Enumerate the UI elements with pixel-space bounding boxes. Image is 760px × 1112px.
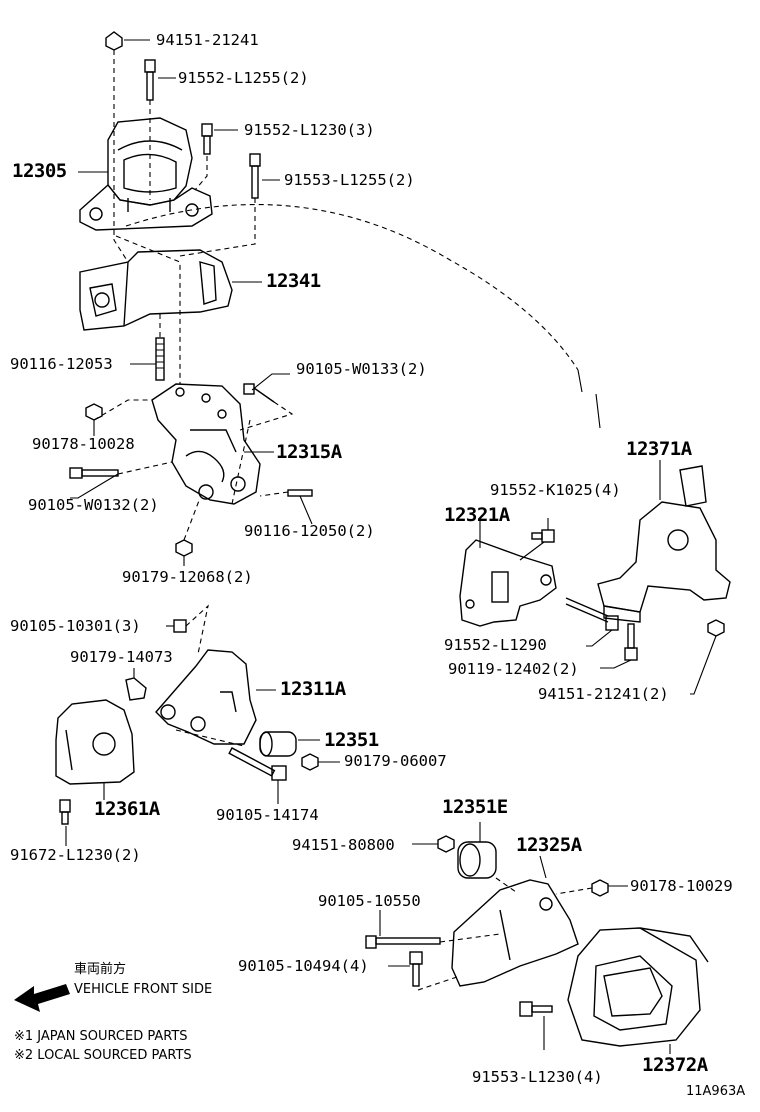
mount-12372A-drawing bbox=[519, 927, 709, 1054]
mount-12361A-drawing bbox=[55, 699, 135, 825]
part-90179-14073: 90179-14073 bbox=[70, 648, 173, 666]
part-90179-06007: 90179-06007 bbox=[344, 752, 447, 770]
mount-12371A-drawing bbox=[597, 465, 731, 623]
upper-guide-lines bbox=[93, 50, 601, 541]
note-japan-sourced: ※1 JAPAN SOURCED PARTS bbox=[14, 1029, 188, 1044]
part-90119-12402: 90119-12402(2) bbox=[448, 660, 579, 678]
part-91553-L1230: 91553-L1230(4) bbox=[472, 1068, 603, 1086]
bracket-12325A-drawing bbox=[365, 877, 609, 991]
part-12341: 12341 bbox=[266, 270, 321, 292]
bracket-12315A-drawing bbox=[151, 337, 261, 505]
part-91552-K1025: 91552-K1025(4) bbox=[490, 481, 621, 499]
part-90105-W0133: 90105-W0133(2) bbox=[296, 360, 427, 378]
part-91552-L1255: 91552-L1255(2) bbox=[178, 69, 309, 87]
part-91553-L1255: 91553-L1255(2) bbox=[284, 171, 415, 189]
leader-lines bbox=[65, 39, 661, 967]
bracket-12321A-drawing bbox=[459, 539, 557, 627]
figure-code: 11A963A bbox=[686, 1084, 746, 1099]
part-12351E: 12351E bbox=[442, 796, 508, 818]
note-local-sourced: ※2 LOCAL SOURCED PARTS bbox=[14, 1048, 192, 1063]
part-91552-L1230: 91552-L1230(3) bbox=[244, 121, 375, 139]
part-12372A: 12372A bbox=[642, 1054, 708, 1076]
part-90105-10301: 90105-10301(3) bbox=[10, 617, 141, 635]
part-91672-L1230: 91672-L1230(2) bbox=[10, 846, 141, 864]
engine-mount-12305-drawing bbox=[79, 117, 213, 231]
front-arrow-icon bbox=[14, 984, 70, 1012]
part-90116-12050: 90116-12050(2) bbox=[244, 522, 375, 540]
vehicle-front-jp: 車両前方 bbox=[74, 962, 127, 977]
right-fasteners-drawing bbox=[519, 529, 725, 695]
part-90105-14174: 90105-14174 bbox=[216, 806, 319, 824]
part-12325A: 12325A bbox=[516, 834, 582, 856]
part-90105-10494: 90105-10494(4) bbox=[238, 957, 369, 975]
part-90178-10028: 90178-10028 bbox=[32, 435, 135, 453]
part-12321A: 12321A bbox=[444, 504, 510, 526]
part-90179-12068: 90179-12068(2) bbox=[122, 568, 253, 586]
part-94151-21241: 94151-21241 bbox=[156, 31, 259, 49]
mount-12351E-drawing bbox=[437, 835, 497, 879]
mount-12351-drawing bbox=[175, 729, 319, 781]
part-12351: 12351 bbox=[324, 729, 379, 751]
part-90116-12053: 90116-12053 bbox=[10, 355, 113, 373]
part-94151-21241-2: 94151-21241(2) bbox=[538, 685, 669, 703]
part-90105-10550: 90105-10550 bbox=[318, 892, 421, 910]
part-12305: 12305 bbox=[12, 160, 67, 182]
part-12311A: 12311A bbox=[280, 678, 346, 700]
bracket-12341-drawing bbox=[79, 249, 233, 331]
part-12361A: 12361A bbox=[94, 798, 160, 820]
part-12371A: 12371A bbox=[626, 438, 692, 460]
vehicle-front-en: VEHICLE FRONT SIDE bbox=[74, 982, 213, 997]
part-94151-80800: 94151-80800 bbox=[292, 836, 395, 854]
part-12315A: 12315A bbox=[276, 441, 342, 463]
bracket-12311A-drawing bbox=[125, 604, 257, 745]
part-90178-10029: 90178-10029 bbox=[630, 877, 733, 895]
part-90105-W0132: 90105-W0132(2) bbox=[28, 496, 159, 514]
part-91552-L1290: 91552-L1290 bbox=[444, 636, 547, 654]
